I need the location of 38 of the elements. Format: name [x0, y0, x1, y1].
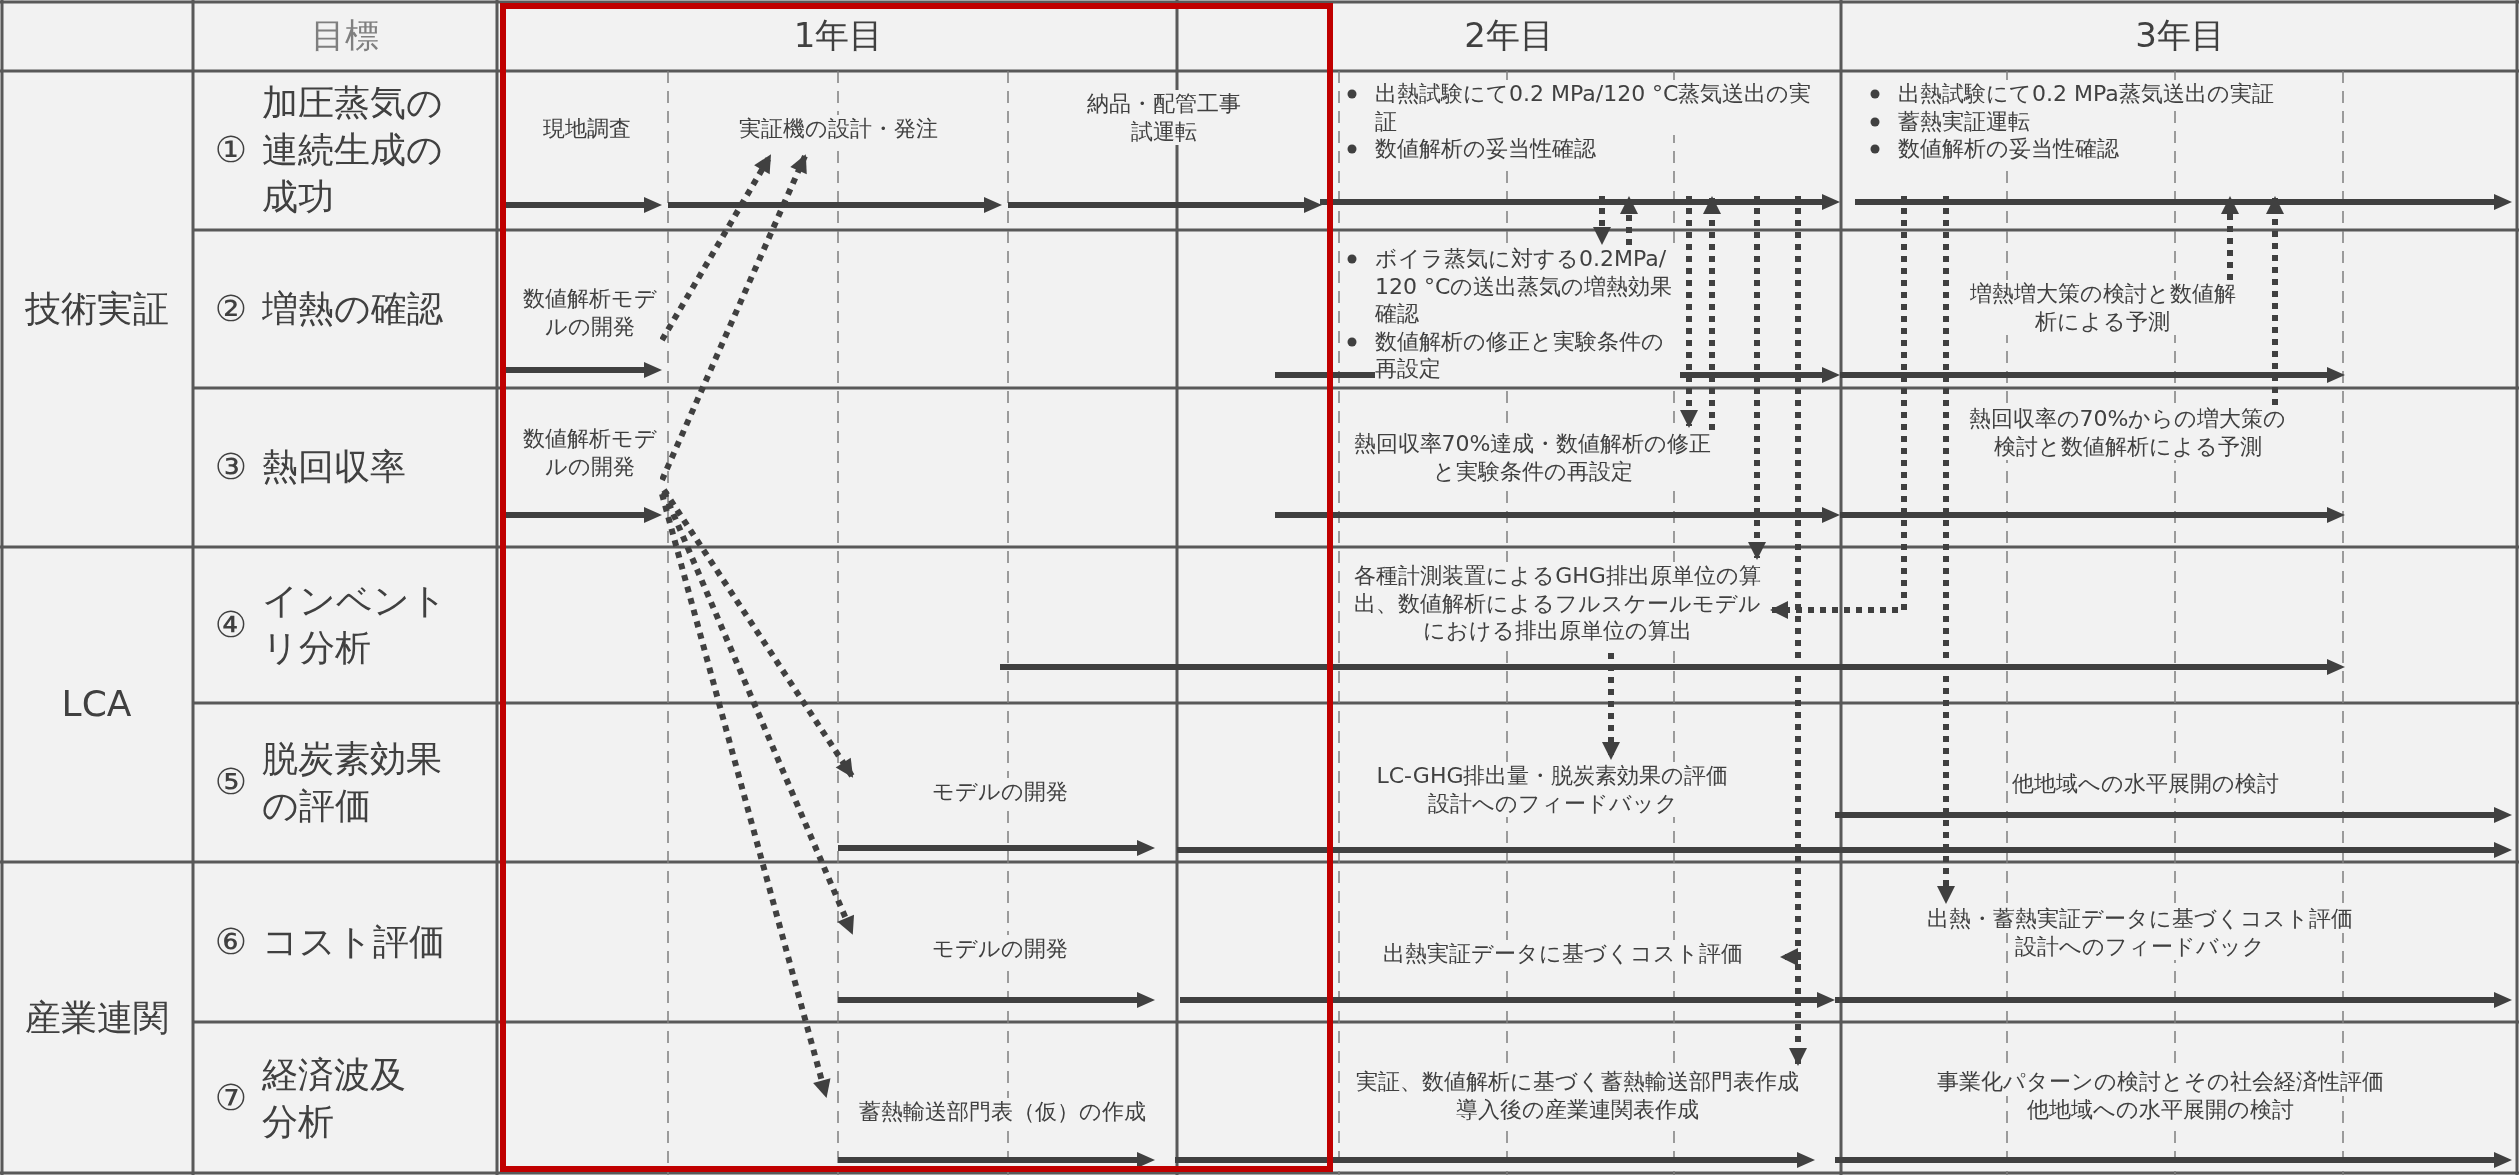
task-text: 他地域への水平展開の検討	[2026, 1095, 2294, 1123]
bullet-item: 出熱試験にて0.2 MPa蒸気送出の実証	[1898, 80, 2274, 108]
dotted-arrow	[659, 154, 808, 482]
task-text: 他地域への水平展開の検討	[2011, 770, 2279, 798]
dotted-arrow	[2221, 196, 2239, 280]
dotted-arrow	[1937, 196, 1955, 904]
task-text: モデルの開発	[932, 935, 1068, 963]
dotted-arrow	[659, 493, 831, 1098]
task-text: 実証、数値解析に基づく蓄熱輸送部門表作成	[1356, 1068, 1799, 1096]
dotted-arrow	[661, 488, 855, 778]
dotted-arrow	[1703, 196, 1721, 430]
dotted-arrow	[2266, 196, 2284, 405]
task-text: 設計へのフィードバック	[1427, 789, 1678, 817]
task-text: 実証機の設計・発注	[738, 115, 938, 143]
task-text: 出熱実証データに基づくコスト評価	[1382, 940, 1743, 968]
task-text: 納品・配管工事	[1087, 90, 1241, 118]
dotted-arrow	[1789, 196, 1807, 1066]
dotted-arrow	[1680, 196, 1698, 428]
dotted-arrow	[1620, 196, 1638, 245]
bullet-item: 数値解析の妥当性確認	[1898, 135, 2119, 163]
task-text: 導入後の産業連関表作成	[1456, 1095, 1699, 1123]
task-text: モデルの開発	[932, 778, 1068, 806]
task-text: 数値解析モデルの開発	[520, 425, 660, 480]
dotted-arrow	[659, 154, 773, 342]
task-text: 試運転	[1131, 117, 1197, 145]
task-text: LC-GHG排出量・脱炭素効果の評価	[1376, 762, 1729, 790]
bullet-item: 蓄熱実証運転	[1898, 107, 2030, 135]
dotted-arrow	[1593, 196, 1611, 245]
task-text: 出熱・蓄熱実証データに基づくコスト評価	[1927, 905, 2353, 933]
task-text: 事業化パターンの検討とその社会経済性評価	[1936, 1068, 2384, 1096]
task-text: 蓄熱輸送部門表（仮）の作成	[859, 1098, 1146, 1126]
dotted-arrow	[1602, 653, 1620, 760]
dotted-arrow	[661, 490, 855, 935]
dotted-arrow	[1748, 196, 1766, 560]
bullet-item: 数値解析の妥当性確認	[1375, 135, 1596, 163]
dotted-arrow	[1770, 196, 1907, 619]
task-text: 数値解析モデルの開発	[520, 285, 660, 340]
bullet-item: 数値解析の修正と実験条件の再設定	[1375, 327, 1680, 383]
